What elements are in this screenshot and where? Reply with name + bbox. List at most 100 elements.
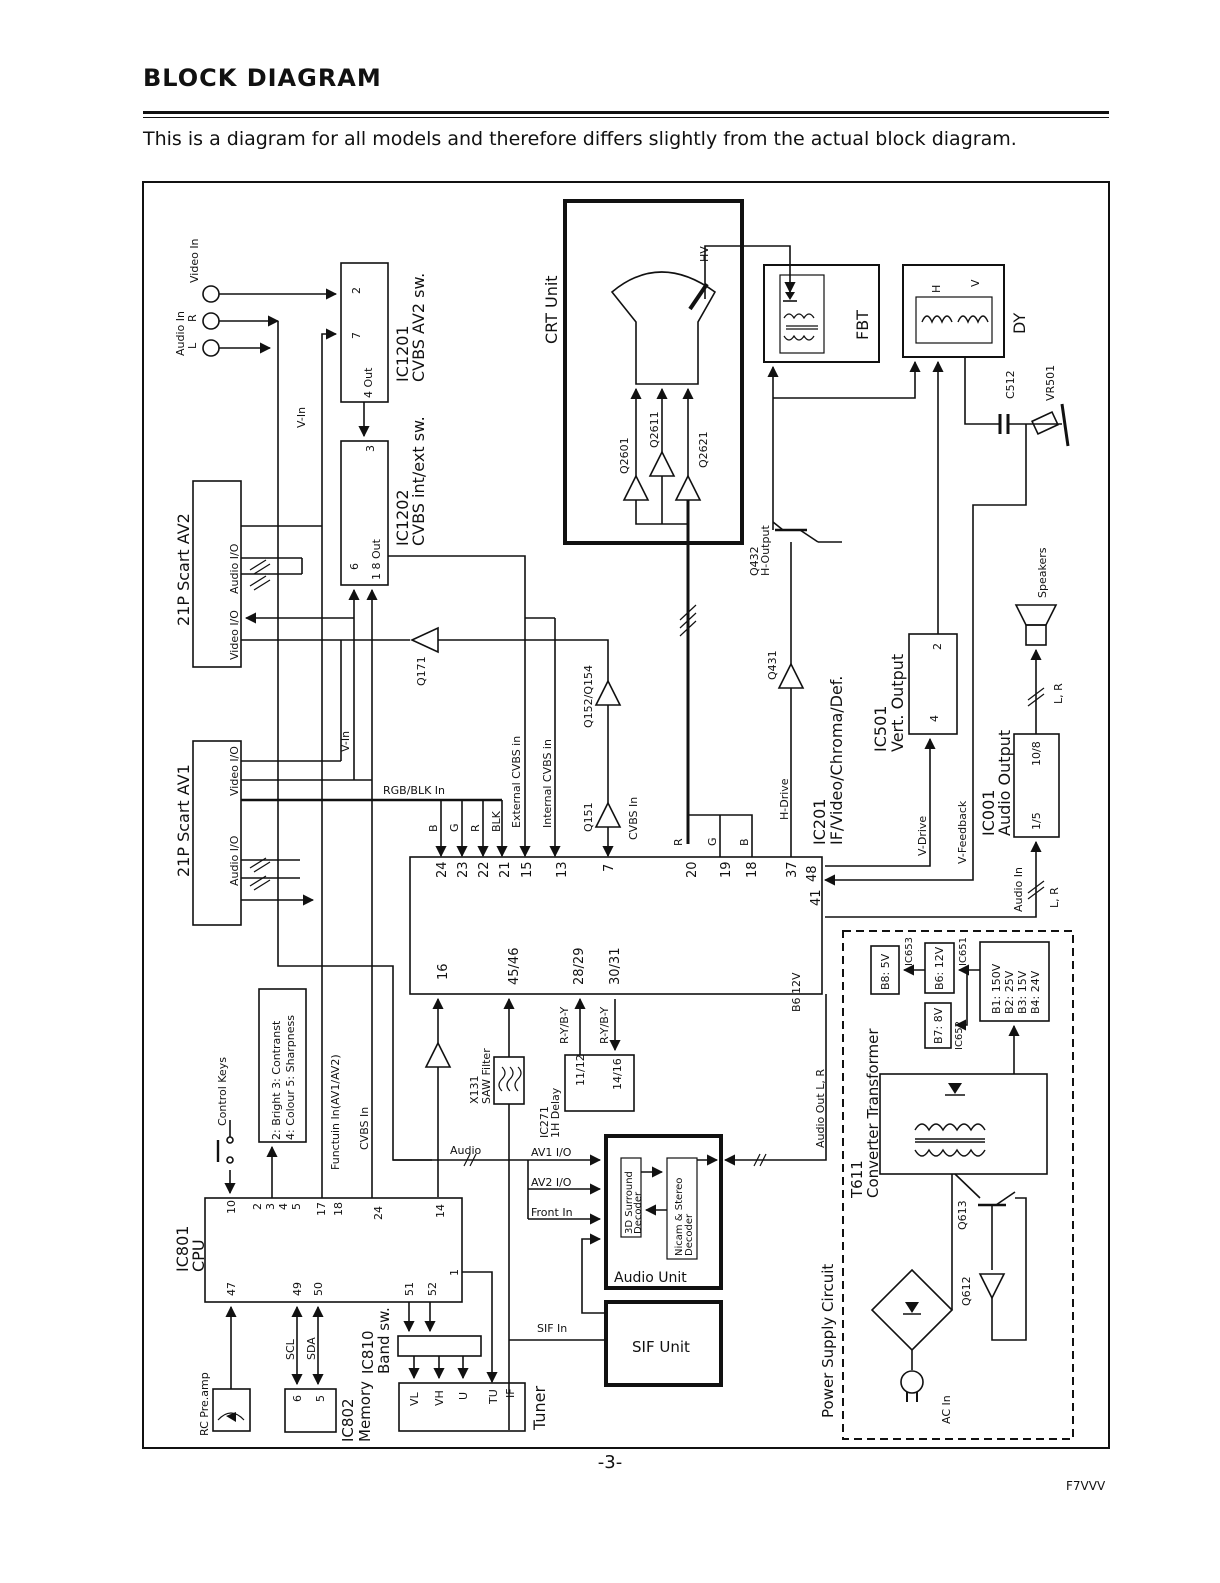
hv-line [704, 245, 796, 299]
pin-18: 18 [745, 861, 760, 878]
document-code: F7VVV [1066, 1479, 1106, 1493]
pin-23: 23 [456, 861, 471, 878]
tuner-box [398, 1382, 526, 1432]
ic271-name: IC271 [538, 1106, 551, 1138]
legend-line2: 4: Colour 5: Sharpness [284, 1015, 297, 1140]
cpu-pin-50: 50 [312, 1282, 325, 1296]
saw-filter-label: SAW Filter [480, 1048, 493, 1104]
crt-drivers [622, 387, 702, 844]
pin-19: 19 [719, 861, 734, 878]
q613-transistor [954, 1173, 1016, 1270]
sig-blk-label: BLK [490, 810, 503, 832]
ic802-box [284, 1388, 337, 1433]
ic1202-pin18: 1 8 Out [370, 538, 383, 580]
rgb-out-b: B [738, 838, 751, 846]
title-rule-thick [143, 111, 1109, 114]
input-jacks [202, 285, 220, 357]
dy-v-label: V [969, 279, 982, 287]
pin-30-31: 30/31 [608, 948, 623, 985]
ic001-pin15: 1/5 [1030, 812, 1043, 830]
sda-label: SDA [305, 1337, 318, 1360]
internal-cvbs-label: Internal CVBS in [541, 739, 554, 828]
ic801-name: IC801 [173, 1226, 192, 1272]
ic651-label: IC651 [958, 937, 969, 966]
ic1202-pin3: 3 [364, 445, 377, 452]
cpu-pin-5: 5 [290, 1203, 303, 1210]
av2-io-label: AV2 I/O [531, 1176, 572, 1189]
ry-by-2-label: R-Y/B-Y [598, 1007, 611, 1044]
fbt-to-dy-line [773, 360, 921, 399]
ac-in-label: AC In [940, 1395, 953, 1424]
b6-12v-label: B6 12V [790, 972, 803, 1012]
ic1201-name: IC1201 [393, 325, 412, 382]
v-drive-line [825, 737, 936, 867]
v-drive-label: V-Drive [916, 816, 929, 856]
ic801-box [204, 1197, 463, 1303]
cpu-pin-17: 17 [315, 1202, 328, 1216]
ic810-desc: Band sw. [375, 1307, 393, 1374]
legend-line1: 2: Bright 3: Contranst [270, 1020, 283, 1140]
ic1202-pin6: 6 [348, 563, 361, 570]
audio-in-l-label: L [186, 342, 199, 349]
b-rails-box [979, 941, 1050, 1022]
cpu-pin-24: 24 [372, 1206, 385, 1220]
dy-h-label: H [930, 285, 943, 293]
nicam-decoder-box [666, 1157, 698, 1260]
ic001-desc: Audio Output [995, 730, 1014, 836]
cpu-pin-51: 51 [403, 1282, 416, 1296]
fbt-label: FBT [853, 310, 872, 340]
pin-20: 20 [685, 861, 700, 878]
pin-37: 37 [785, 861, 800, 878]
page-subtitle: This is a diagram for all models and the… [143, 128, 1017, 150]
pin-28-29: 28/29 [572, 948, 587, 985]
scl-label: SCL [284, 1338, 297, 1360]
ic501-desc: Vert. Output [888, 654, 907, 752]
scart-av1-label: 21P Scart AV1 [174, 764, 193, 877]
ic810-name: IC810 [359, 1330, 377, 1374]
b6-box [924, 942, 955, 994]
control-keys-label: Control Keys [216, 1057, 229, 1126]
q432-transistor [772, 521, 842, 560]
pin-41: 41 [809, 889, 824, 906]
page-number: -3- [597, 1452, 623, 1473]
power-supply-box [842, 930, 1074, 1440]
ic201-desc: IF/Video/Chroma/Def. [827, 676, 846, 845]
audio-in-right-label: Audio In [1012, 867, 1025, 912]
q171-label: Q171 [415, 656, 428, 686]
scart-av2-video-io: Video I/O [228, 610, 241, 660]
q2621-label: Q2621 [697, 431, 710, 468]
ic501-box [908, 633, 958, 735]
pin-16: 16 [436, 963, 451, 980]
b8-label: B8: 5V [879, 953, 892, 990]
ic1202-desc: CVBS int/ext sw. [409, 416, 428, 546]
ic001-pin108: 10/8 [1030, 741, 1043, 766]
ac-plug-icon [900, 1370, 924, 1402]
v-in-top-label: V-In [295, 407, 308, 428]
ic802-name: IC802 [339, 1398, 357, 1442]
ic201-box [409, 856, 823, 995]
cpu-pin-52: 52 [426, 1282, 439, 1296]
bridge-rectifier [870, 1174, 954, 1370]
cpu-pin-18: 18 [332, 1202, 345, 1216]
lr-bottom-label: L, R [1048, 887, 1061, 908]
ic802-desc: Memory [356, 1381, 374, 1442]
pin-22: 22 [477, 861, 492, 878]
b7-box [924, 1002, 952, 1049]
q152-label: Q152/Q154 [582, 665, 595, 728]
b7-label: B7: 8V [932, 1007, 945, 1044]
dy-coil-box [915, 296, 993, 344]
ic501-pin2: 2 [931, 643, 944, 650]
external-cvbs-label: External CVBS in [510, 736, 523, 828]
q171-amp [410, 626, 439, 654]
q432-label: Q432 [748, 546, 761, 576]
ic801-desc: CPU [189, 1239, 208, 1272]
ic201-name: IC201 [810, 799, 829, 845]
cpu-pin-1: 1 [448, 1269, 461, 1276]
audio-route-label: Audio [450, 1144, 482, 1157]
sig-g-label: G [448, 823, 461, 832]
b4-label: B4: 24V [1029, 970, 1042, 1014]
cpu-pin-3: 3 [264, 1203, 277, 1210]
av1-io-label: AV1 I/O [531, 1146, 572, 1159]
title-rule-thin [143, 117, 1109, 118]
ic1201-pin2: 2 [350, 287, 363, 294]
